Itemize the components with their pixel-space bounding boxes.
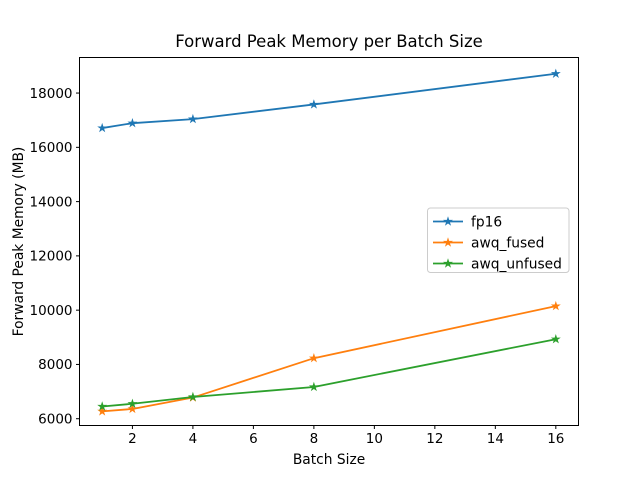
y-tick-label: 6000: [38, 411, 72, 427]
legend-entry-awq_fused: awq_fused: [433, 235, 544, 251]
marker-star-fp16: [127, 117, 138, 128]
marker-star-awq_unfused: [550, 334, 561, 344]
y-tick-label: 8000: [38, 357, 72, 373]
x-tick-label: 14: [487, 431, 504, 447]
y-tick-label: 18000: [30, 86, 73, 102]
x-tick-label: 16: [547, 431, 564, 447]
y-tick-label: 10000: [30, 303, 73, 319]
x-tick-label: 12: [426, 431, 443, 447]
legend-label: awq_unfused: [471, 256, 562, 272]
x-tick-label: 2: [128, 431, 137, 447]
plot-area: 2 4 6 8 10 12 14 16 6000 8000 10000 12000 14000 16000…: [30, 57, 579, 447]
marker-star-awq_fused: [127, 403, 138, 414]
y-axis-label: Forward Peak Memory (MB): [11, 147, 27, 337]
legend-label: fp16: [471, 214, 502, 230]
marker-star-fp16: [308, 99, 319, 109]
x-tick-label: 4: [189, 431, 198, 447]
marker-star-awq_unfused: [187, 391, 198, 402]
legend-label: awq_fused: [471, 235, 544, 251]
y-tick-label: 14000: [30, 194, 73, 210]
marker-star-fp16: [97, 122, 108, 133]
marker-star-awq_fused: [550, 300, 561, 311]
marker-star-fp16: [550, 68, 561, 78]
x-axis-label: Batch Size: [293, 452, 365, 468]
marker-star-awq_unfused: [308, 381, 319, 392]
x-tick-label: 6: [249, 431, 258, 447]
legend-entry-awq_unfused: awq_unfused: [433, 256, 562, 272]
marker-star-awq_fused: [97, 406, 108, 416]
x-tick-label: 8: [310, 431, 319, 447]
legend: fp16 awq_fused awq_unfused: [427, 207, 570, 273]
legend-entry-fp16: fp16: [433, 214, 502, 230]
legend-star-icon: [443, 237, 453, 247]
marker-star-fp16: [187, 113, 198, 124]
legend-box: [427, 207, 570, 273]
y-tick-label: 16000: [30, 140, 73, 156]
marker-star-awq_unfused: [97, 401, 108, 411]
y-tick-label: 12000: [30, 249, 73, 265]
marker-star-awq_fused: [308, 353, 319, 363]
x-tick-label: 10: [366, 431, 383, 447]
marker-star-awq_unfused: [127, 398, 138, 408]
legend-star-icon: [443, 258, 453, 268]
legend-star-icon: [443, 216, 453, 226]
chart-title: Forward Peak Memory per Batch Size: [175, 32, 483, 51]
